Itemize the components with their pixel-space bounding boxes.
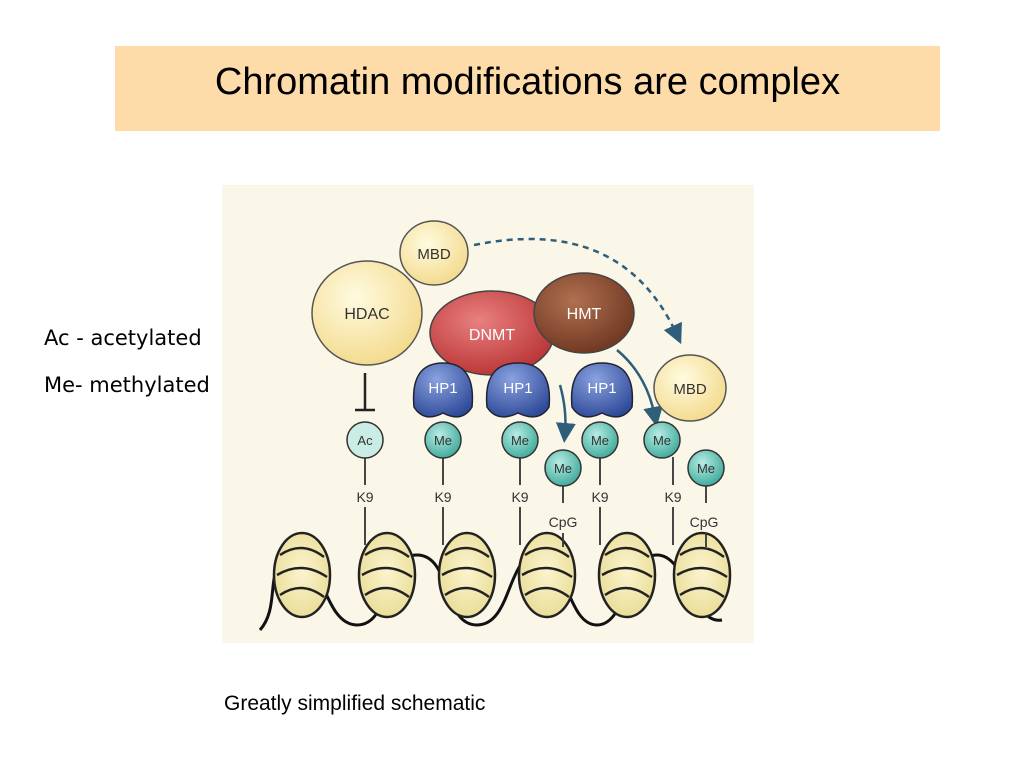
nucleosome-6 bbox=[672, 531, 732, 619]
mbd-top-label: MBD bbox=[417, 246, 451, 263]
me-mark-4-label: Me bbox=[653, 433, 671, 448]
nucleosome-2 bbox=[357, 531, 417, 619]
inhibition-arrow bbox=[355, 373, 375, 412]
dnmt-label: DNMT bbox=[469, 327, 515, 344]
k9-label-1: K9 bbox=[356, 489, 373, 505]
ac-mark-label: Ac bbox=[357, 433, 373, 448]
me-mark-cpg-2: Me bbox=[687, 449, 725, 487]
mbd-top: MBD bbox=[399, 220, 469, 286]
me-mark-4: Me bbox=[643, 421, 681, 459]
me-mark-1: Me bbox=[424, 421, 462, 459]
hdac-label: HDAC bbox=[344, 306, 389, 323]
me-mark-3: Me bbox=[581, 421, 619, 459]
me-mark-cpg-1: Me bbox=[544, 449, 582, 487]
chromatin-schematic: MBD HDAC DNMT HMT MBD HP1 HP1 HP1 Ac Me … bbox=[222, 185, 754, 643]
arrow-dnmt bbox=[555, 384, 576, 443]
hmt: HMT bbox=[533, 272, 635, 354]
hdac: HDAC bbox=[311, 260, 423, 366]
figure-caption: Greatly simplified schematic bbox=[224, 692, 486, 715]
title-banner: Chromatin modifications are complex bbox=[115, 46, 940, 131]
nucleosome-5 bbox=[597, 531, 657, 619]
ac-mark: Ac bbox=[346, 421, 384, 459]
me-mark-1-label: Me bbox=[434, 433, 452, 448]
stalk-lines bbox=[364, 457, 707, 547]
me-mark-cpg-2-label: Me bbox=[697, 461, 715, 476]
legend-acetylated: Ac - acetylated bbox=[44, 326, 202, 350]
dashed-arrow bbox=[473, 237, 682, 345]
nucleosome-3 bbox=[437, 531, 497, 619]
k9-label-4: K9 bbox=[591, 489, 608, 505]
me-mark-2-label: Me bbox=[511, 433, 529, 448]
mbd-right-label: MBD bbox=[673, 381, 707, 398]
hmt-label: HMT bbox=[567, 306, 602, 323]
cpg-label-2: CpG bbox=[690, 514, 719, 530]
k9-label-5: K9 bbox=[664, 489, 681, 505]
page-title: Chromatin modifications are complex bbox=[214, 61, 841, 103]
k9-label-2: K9 bbox=[434, 489, 451, 505]
hp1-3-label: HP1 bbox=[587, 380, 616, 397]
k9-label-3: K9 bbox=[511, 489, 528, 505]
hp1-1-label: HP1 bbox=[428, 380, 457, 397]
mbd-right: MBD bbox=[653, 354, 727, 422]
hp1-2: HP1 bbox=[485, 362, 551, 418]
me-mark-3-label: Me bbox=[591, 433, 609, 448]
nucleosome-1 bbox=[272, 531, 332, 619]
cpg-label-1: CpG bbox=[549, 514, 578, 530]
arrow-hmt bbox=[616, 349, 663, 427]
nucleosome-4 bbox=[517, 531, 577, 619]
hp1-3: HP1 bbox=[570, 362, 634, 418]
me-mark-2: Me bbox=[501, 421, 539, 459]
hp1-2-label: HP1 bbox=[503, 380, 532, 397]
me-mark-cpg-1-label: Me bbox=[554, 461, 572, 476]
legend-methylated: Me- methylated bbox=[44, 373, 210, 397]
hp1-1: HP1 bbox=[412, 362, 474, 418]
